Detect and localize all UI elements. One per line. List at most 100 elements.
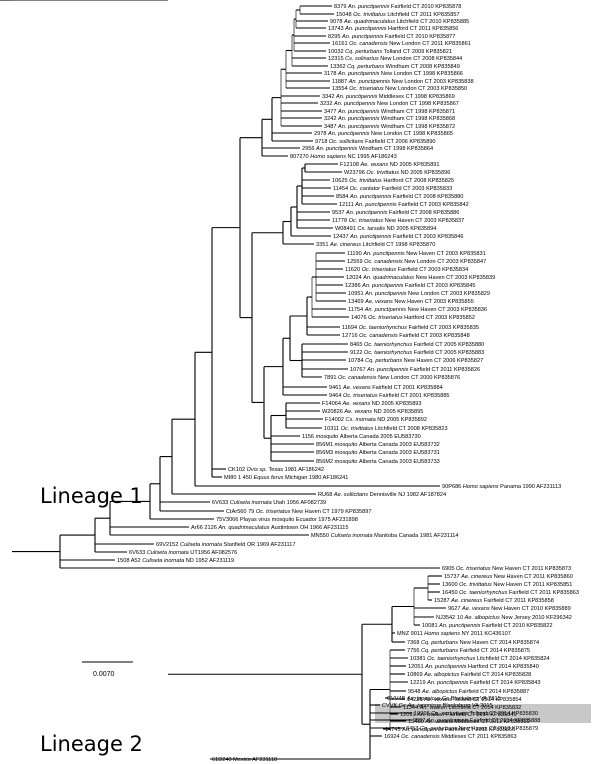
tip-rest: NY 2011 KC436107: [462, 631, 511, 637]
tip-label: 9122 Oc. taeniorhynchus Fairfield CT 200…: [350, 350, 484, 356]
tip-rest: Litchfield CT 2010 KP835885: [397, 19, 470, 25]
tip-id: 9537: [332, 210, 346, 216]
tip-sp: An. punctipennis: [361, 283, 405, 289]
tip-sp: Homo sapiens: [310, 154, 347, 160]
tip-rest: New Haven CT 2003 KP835837: [385, 218, 465, 224]
tip-label: MNZ 9011 Homo sapiens NY 2011 KC436107: [397, 631, 511, 637]
tip-rest: Blacksburg VA 2015: [443, 703, 493, 709]
tip-id: 75V3066: [216, 517, 240, 523]
tip-sp: An. punctipennis: [354, 202, 398, 208]
tip-sp: Ae. sollicitans: [333, 492, 370, 498]
tip-rest: Fairfield CT 2003 KP835848: [399, 333, 470, 339]
tip-id: 807270: [290, 154, 310, 160]
tip-rest: ND 2005 KP835893: [372, 401, 422, 407]
tip-sp: Culiseta inornata: [331, 533, 375, 539]
tip-id: 1156: [302, 434, 316, 440]
tip-rest: Fairfield CT 2010 KP835878: [391, 4, 462, 10]
tip-rest: Tolland CT 2014 KP835830: [470, 711, 538, 717]
tip-id: 3178: [324, 71, 338, 77]
tip-sp: An. punctipennis: [344, 26, 388, 32]
tip-sp: Homo sapiens: [463, 484, 500, 490]
tip-label: 9078 Ae. quadrimaculatus Litchfield CT 2…: [330, 19, 469, 25]
tip-label: 8453 Cq. perturbans New Haven CT 2013 KP…: [406, 726, 538, 732]
tip-rest: New Haven CT 2010 KP835889: [491, 606, 571, 612]
scale-bar-label: 0.0070: [93, 671, 115, 678]
tip-label: 3487 An. punctipennis Windham CT 1998 KP…: [324, 124, 455, 130]
tip-rest: Stanfield OR 1969 AF231117: [224, 542, 296, 548]
tip-label: 12091 An. walkeri Fairfield CT 2014 KP83…: [400, 712, 517, 718]
tip-rest: ND 2005 KP835894: [387, 226, 437, 232]
tip-sp: Ae. albopictus: [464, 615, 502, 621]
tip-sp: Cx. tarsalis: [357, 226, 386, 232]
tip-rest: New London CT 2000 KP835876: [378, 375, 460, 381]
tip-sp: An. punctipennis: [327, 131, 371, 137]
tip-rest: Fairfield CT 2014 KP835875: [460, 648, 531, 654]
tip-rest: Fairfield CT 2014 KP835887: [459, 689, 530, 695]
tip-id: 12716: [342, 333, 359, 339]
tip-sp: Equus ferus: [254, 475, 285, 481]
tip-sp: Ae. japonicus: [407, 703, 443, 709]
tip-id: 11694: [342, 325, 359, 331]
tip-label: 11694 Oc. taeniorhynchus Fairfield CT 20…: [342, 325, 479, 331]
tip-id: 7891: [324, 375, 338, 381]
tip-id: 16450: [442, 590, 459, 596]
tip-label: 12716 Oc. canadensis Fairfield CT 2003 K…: [342, 333, 470, 339]
tip-sp: An. punctipennis: [362, 251, 406, 257]
tip-label: CVV4B Ae. japonicus Gc Blacksburg VA 201…: [387, 696, 501, 702]
tip-rest: Fairfield CT 2011 KP835856: [445, 727, 515, 733]
tip-label: 8379 An. punctipennis Fairfield CT 2010 …: [334, 4, 461, 10]
tip-id: 856M2: [316, 459, 335, 465]
tip-sp: Culiseta inornata: [230, 500, 274, 506]
tip-id: 2978: [314, 131, 328, 137]
tip-id: 10869: [407, 672, 424, 678]
tip-rest: Austintown OH 1966 AF231115: [271, 525, 349, 531]
tip-sp: An. punctipennis: [364, 307, 408, 313]
tip-sp: An. punctipennis: [333, 101, 377, 107]
tip-labels: 8379 An. punctipennis Fairfield CT 2010 …: [117, 4, 579, 763]
tip-id: 3232: [320, 101, 334, 107]
tip-sp: An. punctipennis: [347, 4, 391, 10]
tip-sp: Oc. triseriatus: [349, 86, 385, 92]
tip-sp: Ae. vexans: [364, 299, 394, 305]
tip-sp: Cs. solinarius: [345, 56, 380, 62]
tip-id: 8379: [334, 4, 348, 10]
tip-label: 14225 Ae. vexans Tolland CT 2014 KP83585…: [407, 697, 522, 703]
tip-sp: An. punctipennis: [337, 109, 381, 115]
tip-rest: Windham CT 1998 KP835868: [381, 116, 455, 122]
tip-label: 13469 Ae. vexans New Haven CT 2003 KP835…: [348, 299, 474, 305]
tip-rest: New London CT 1998 KP835867: [377, 101, 459, 107]
tip-sp: Ae. vexans: [424, 719, 454, 725]
tip-id: 10311: [324, 426, 341, 432]
tip-sp: Culiseta inornata: [147, 550, 191, 556]
tip-rest: New London CT 2003 KP835829: [408, 291, 490, 297]
tip-rest: Litchfield CT 2011 KP835857: [387, 12, 459, 18]
tip-id: 11454: [333, 186, 350, 192]
tip-rest: Fairfield CT 2011 KP835826: [410, 367, 480, 373]
tip-id: 10381: [410, 656, 427, 662]
tip-id: 6V633: [129, 550, 147, 556]
tip-sp: Culiseta inornata: [142, 558, 186, 564]
tip-sp: Oc. trivittatus: [349, 178, 383, 184]
tip-id: 12437: [333, 234, 350, 240]
tip-rest: New London CT 1998 KP835866: [381, 71, 463, 77]
tip-id: 10767: [350, 367, 367, 373]
tip-sp: Ae. cinereus: [450, 598, 484, 604]
tip-id: 11778: [332, 218, 349, 224]
tip-sp: Oc. canadensis: [359, 333, 399, 339]
tip-rest: Fairfield CT 2014 KP835843: [470, 680, 541, 686]
tip-sp: Oc. canadensis: [338, 375, 378, 381]
tip-rest: Fairfield CT 2001 KP835885: [379, 393, 450, 399]
tip-sp: Oc. canadensis: [364, 259, 404, 265]
tip-label: 8295 An. punctipennis Fairfield CT 2010 …: [328, 34, 455, 40]
tip-label: 856M2 mosquito Alberta Canada 2003 EU583…: [316, 459, 440, 465]
tip-sp: An. punctipennis: [341, 34, 385, 40]
tip-label: 9557 An. punctipennis Fairfield CT 2014 …: [413, 718, 540, 724]
tip-label: 6905 Oc. triseriatus New Haven CT 2011 K…: [442, 566, 571, 572]
tip-rest: New London CT 2008 KP835844: [380, 56, 462, 62]
tip-label: 12437 An. punctipennis Fairfield CT 2003…: [333, 234, 464, 240]
tip-label: 13554 Oc. triseriatus New London CT 2003…: [332, 86, 467, 92]
tip-sp: Cs. inornata: [346, 417, 378, 423]
tip-label: F12108 Ae. vexans ND 2005 KP835891: [340, 162, 440, 168]
tip-id: 12219: [410, 680, 427, 686]
tip-label: 6V633 Culiseta inornata Utah 1956 AF0827…: [212, 500, 326, 506]
